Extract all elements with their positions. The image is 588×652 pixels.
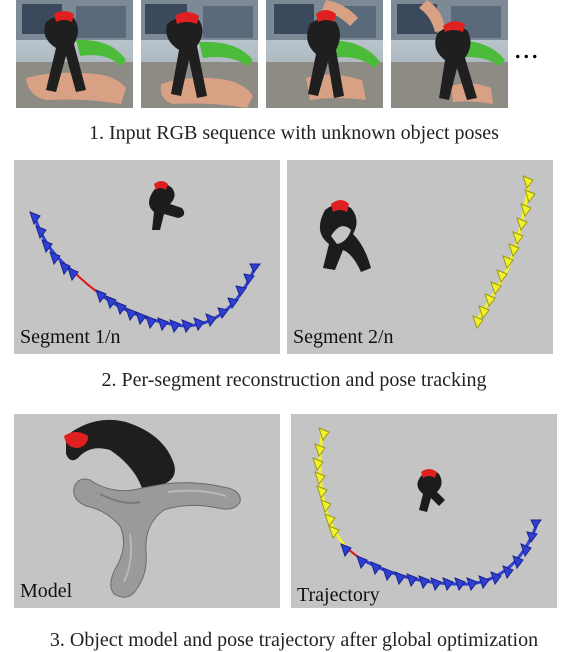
model-label: Model: [20, 580, 73, 602]
segment2-label: Segment 2/n: [293, 326, 394, 348]
sequence-ellipsis: ...: [514, 32, 540, 65]
input-frame-1: [16, 0, 133, 108]
reconstructed-model: [64, 419, 241, 598]
segment2-panel: Segment 2/n: [287, 160, 553, 354]
segment1-trajectory-plot: [29, 181, 261, 334]
segment1-panel: Segment 1/n: [14, 160, 280, 354]
input-frame-4: [391, 0, 508, 108]
caption-step3: 3. Object model and pose trajectory afte…: [49, 629, 539, 651]
model-panel: Model: [14, 414, 280, 608]
segment2-trajectory-plot: [319, 175, 536, 330]
input-frame-3: [266, 0, 383, 108]
caption-step1: 1. Input RGB sequence with unknown objec…: [89, 122, 499, 144]
input-frame-2: [141, 0, 258, 108]
trajectory-panel: Trajectory: [291, 414, 557, 608]
segment1-label: Segment 1/n: [20, 326, 121, 348]
caption-step2: 2. Per-segment reconstruction and pose t…: [101, 369, 487, 391]
trajectory-label: Trajectory: [297, 584, 380, 606]
global-trajectory-plot: [312, 427, 542, 592]
